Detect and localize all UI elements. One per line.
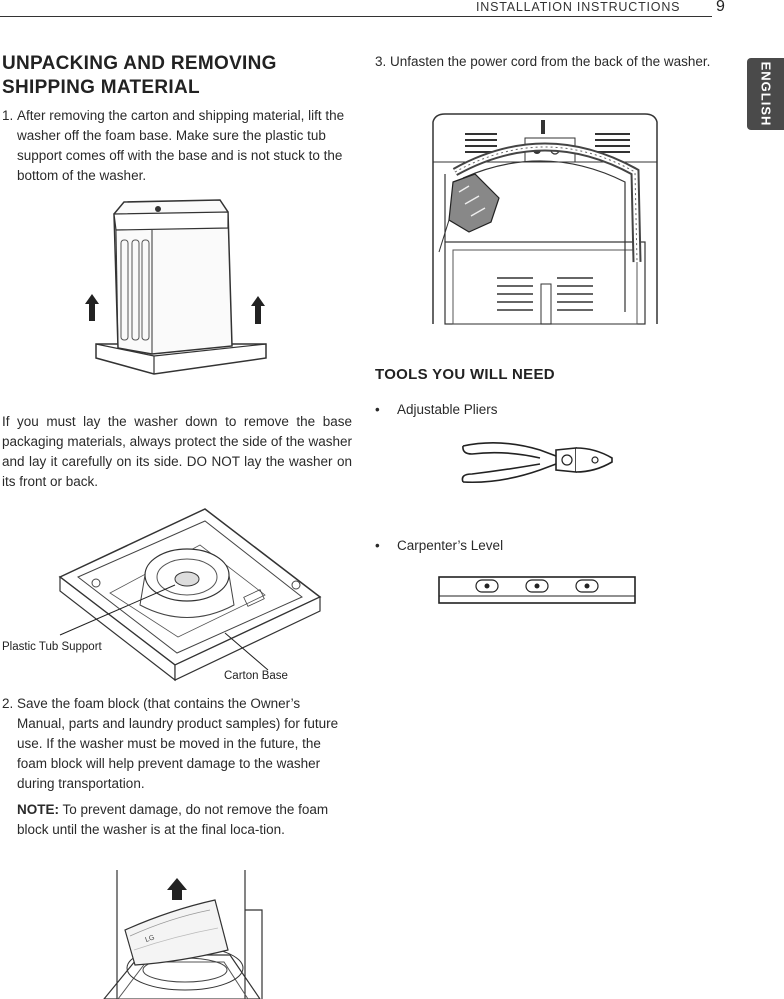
- header-rule: [0, 16, 712, 17]
- washer-lift-illustration: [85, 199, 267, 375]
- step-2-text: Save the foam block (that contains the O…: [17, 696, 339, 791]
- step-3-number: 3.: [375, 54, 387, 69]
- language-tab: ENGLISH: [747, 58, 784, 130]
- level-icon: [438, 576, 636, 604]
- step-2-number: 2.: [2, 696, 14, 711]
- header-title: INSTALLATION INSTRUCTIONS: [476, 0, 681, 14]
- label-carton-base: Carton Base: [224, 670, 288, 682]
- tool-item-level: Carpenter’s Level: [397, 538, 504, 553]
- note-label: NOTE:: [17, 802, 59, 817]
- step-1-number: 1.: [2, 108, 14, 123]
- foam-block-illustration: LG: [103, 870, 263, 999]
- foam-block-brand: LG: [144, 934, 155, 944]
- tool-item-pliers: Adjustable Pliers: [397, 402, 498, 417]
- carton-base-illustration: [58, 508, 322, 682]
- step-3-text: Unfasten the power cord from the back of…: [390, 54, 711, 69]
- bullet-marker-2: •: [375, 538, 380, 553]
- note: NOTE: To prevent damage, do not remove t…: [17, 800, 342, 840]
- section-title-tools: TOOLS YOU WILL NEED: [375, 366, 555, 383]
- step-3: 3. Unfasten the power cord from the back…: [375, 52, 715, 72]
- label-plastic-tub-support: Plastic Tub Support: [2, 641, 102, 653]
- step-1-text: After removing the carton and shipping m…: [17, 108, 345, 183]
- bullet-marker: •: [375, 402, 380, 417]
- step-1: 1. After removing the carton and shippin…: [2, 106, 347, 186]
- page-number: 9: [716, 0, 725, 15]
- pliers-icon: [461, 442, 613, 484]
- power-cord-illustration: [432, 113, 658, 325]
- step-2: 2. Save the foam block (that contains th…: [2, 694, 347, 794]
- language-tab-label: ENGLISH: [758, 61, 773, 127]
- note-text: To prevent damage, do not remove the foa…: [17, 802, 329, 837]
- lay-down-paragraph: If you must lay the washer down to remov…: [2, 414, 352, 489]
- section-title-unpacking: UNPACKING AND REMOVING SHIPPING MATERIAL: [2, 53, 277, 98]
